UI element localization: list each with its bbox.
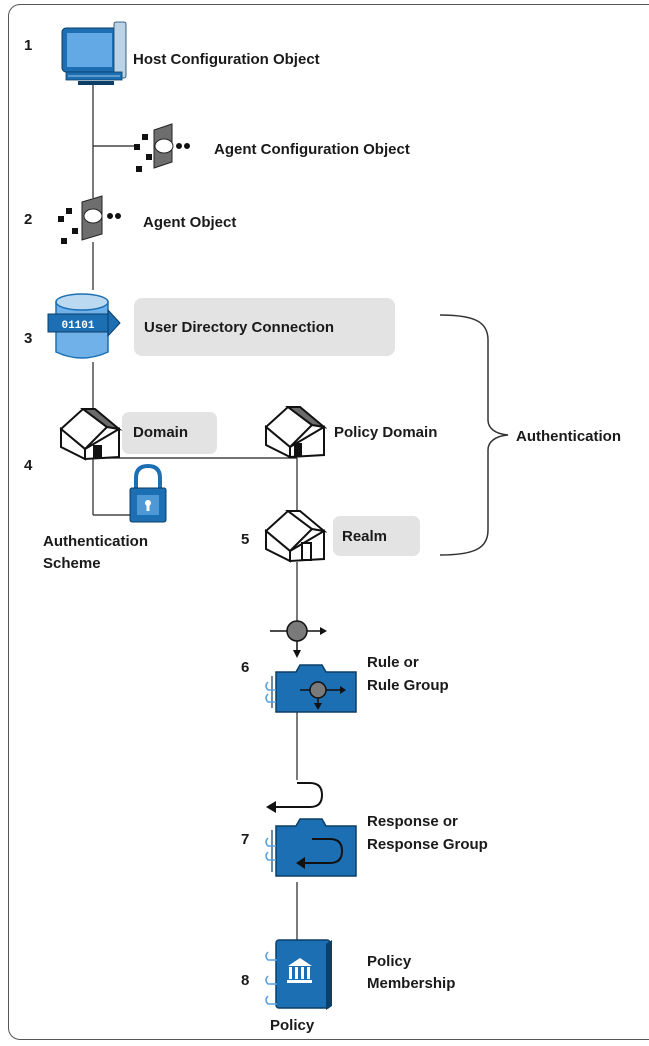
policy-domain-label: Policy Domain	[334, 424, 437, 441]
authentication-label: Authentication	[516, 428, 621, 445]
user-directory-connection-label: User Directory Connection	[144, 319, 334, 336]
domain-label: Domain	[133, 424, 188, 441]
realm-label: Realm	[342, 528, 387, 545]
response-arrow-icon	[266, 782, 324, 813]
step-number-6: 6	[241, 659, 249, 676]
realm-label-box	[333, 516, 420, 556]
house-icon	[264, 509, 328, 563]
house-icon	[59, 407, 123, 461]
agent-configuration-object-label: Agent Configuration Object	[214, 141, 410, 158]
agent-icon	[134, 123, 190, 172]
response-label-line2: Response Group	[367, 836, 488, 853]
authentication-scheme-label-line1: Authentication	[43, 533, 148, 550]
authentication-brace	[439, 314, 509, 556]
svg-text:01101: 01101	[61, 320, 94, 332]
step-number-2: 2	[24, 211, 32, 228]
authentication-scheme-label-line2: Scheme	[43, 555, 101, 572]
rule-label-line2: Rule Group	[367, 677, 449, 694]
step-number-5: 5	[241, 531, 249, 548]
domain-label-box	[122, 412, 217, 454]
folder-icon	[265, 664, 357, 713]
step-number-8: 8	[241, 972, 249, 989]
step-number-1: 1	[24, 37, 32, 54]
policy-membership-label-line2: Membership	[367, 975, 455, 992]
policy-membership-label-line1: Policy	[367, 953, 412, 970]
agent-icon	[58, 195, 121, 244]
step-number-4: 4	[24, 457, 33, 474]
database-icon: 01101	[47, 293, 121, 359]
connector-lines	[92, 85, 298, 945]
policy-label: Policy	[270, 1017, 315, 1034]
diagram-frame	[8, 4, 649, 1040]
user-directory-label-box	[134, 298, 395, 356]
host-configuration-object-label: Host Configuration Object	[133, 51, 320, 68]
agent-object-label: Agent Object	[143, 214, 236, 231]
step-number-7: 7	[241, 831, 249, 848]
padlock-icon	[129, 463, 167, 523]
folder-icon	[265, 818, 357, 877]
response-label-line1: Response or	[367, 813, 458, 830]
rule-label-line1: Rule or	[367, 654, 419, 671]
house-icon	[264, 405, 328, 459]
rule-icon	[270, 620, 327, 658]
computer-icon	[61, 21, 127, 85]
policy-book-icon	[265, 939, 332, 1010]
step-number-3: 3	[24, 330, 32, 347]
